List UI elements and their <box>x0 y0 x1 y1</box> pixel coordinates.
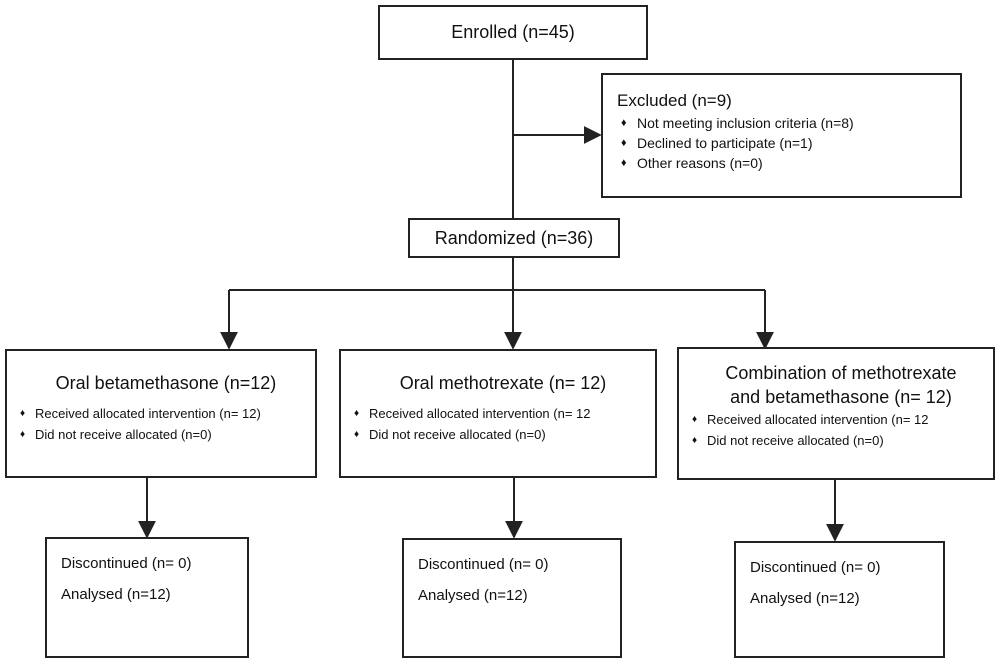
arm-allocation-item: Did not receive allocated (n=0) <box>689 430 993 451</box>
excluded-box: Excluded (n=9) Not meeting inclusion cri… <box>601 73 962 198</box>
arm-allocation-list: Received allocated intervention (n= 12 D… <box>351 403 655 445</box>
analysed-count: Analysed (n=12) <box>61 586 171 603</box>
randomized-label: Randomized (n=36) <box>434 227 594 248</box>
analysed-count: Analysed (n=12) <box>418 587 528 604</box>
arm-title: and betamethasone (n= 12) <box>730 387 952 407</box>
discontinued-count: Discontinued (n= 0) <box>418 556 549 573</box>
arm-allocation-item: Received allocated intervention (n= 12 <box>351 403 655 424</box>
discontinued-count: Discontinued (n= 0) <box>750 559 881 576</box>
arm-title: Combination of methotrexate <box>725 363 957 383</box>
excluded-reasons-list: Not meeting inclusion criteria (n=8) Dec… <box>617 113 960 173</box>
arm-allocation-item: Received allocated intervention (n= 12) <box>17 403 315 424</box>
outcome-box-methotrexate: Discontinued (n= 0) Analysed (n=12) <box>402 538 622 658</box>
arm-box-betamethasone: Oral betamethasone (n=12) Received alloc… <box>5 349 317 478</box>
arm-allocation-list: Received allocated intervention (n= 12) … <box>17 403 315 445</box>
analysed-count: Analysed (n=12) <box>750 590 860 607</box>
arm-allocation-item: Received allocated intervention (n= 12 <box>689 409 993 430</box>
enrolled-label: Enrolled (n=45) <box>451 22 575 42</box>
arm-title: Oral betamethasone (n=12) <box>55 373 277 393</box>
arm-title: Oral methotrexate (n= 12) <box>399 373 607 393</box>
arm-allocation-item: Did not receive allocated (n=0) <box>17 424 315 445</box>
arm-box-combination: Combination of methotrexate and betameth… <box>677 347 995 480</box>
randomized-box: Randomized (n=36) <box>408 218 620 258</box>
outcome-box-combination: Discontinued (n= 0) Analysed (n=12) <box>734 541 945 658</box>
discontinued-count: Discontinued (n= 0) <box>61 555 192 572</box>
excluded-title: Excluded (n=9) <box>617 91 732 110</box>
arm-box-methotrexate: Oral methotrexate (n= 12) Received alloc… <box>339 349 657 478</box>
excluded-reason: Declined to participate (n=1) <box>617 133 960 153</box>
enrolled-box: Enrolled (n=45) <box>378 5 648 60</box>
outcome-box-betamethasone: Discontinued (n= 0) Analysed (n=12) <box>45 537 249 658</box>
excluded-reason: Other reasons (n=0) <box>617 153 960 173</box>
arm-allocation-item: Did not receive allocated (n=0) <box>351 424 655 445</box>
arm-allocation-list: Received allocated intervention (n= 12 D… <box>689 409 993 451</box>
excluded-reason: Not meeting inclusion criteria (n=8) <box>617 113 960 133</box>
